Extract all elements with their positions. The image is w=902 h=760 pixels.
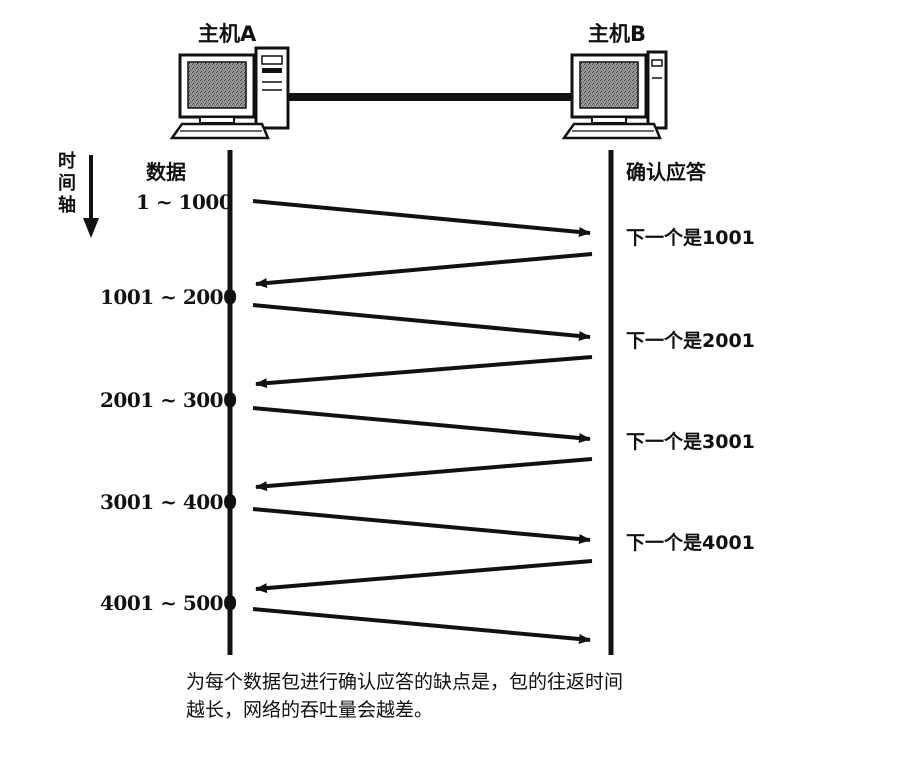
ack-label: 下一个是4001 xyxy=(626,532,755,554)
data-arrow-5 xyxy=(252,607,591,644)
data-column-header: 数据 xyxy=(146,160,186,184)
data-arrow-1 xyxy=(252,199,591,237)
ack-arrow-3 xyxy=(255,457,593,492)
ack-arrow-4 xyxy=(255,559,593,594)
caption-line-2: 越长，网络的吞吐量会越差。 xyxy=(186,699,434,721)
ack-label: 下一个是1001 xyxy=(626,227,755,249)
host-b-label: 主机B xyxy=(588,22,647,46)
caption-line-1: 为每个数据包进行确认应答的缺点是，包的往返时间 xyxy=(186,671,624,693)
time-axis-char: 间 xyxy=(58,173,76,194)
time-axis-char: 轴 xyxy=(58,195,76,216)
data-arrow-3 xyxy=(252,406,591,443)
ack-column-header: 确认应答 xyxy=(626,160,706,184)
caption: 为每个数据包进行确认应答的缺点是，包的往返时间 越长，网络的吞吐量会越差。 xyxy=(186,668,786,724)
data-arrow-4 xyxy=(252,507,591,544)
message-arrows xyxy=(252,199,593,644)
data-range-label: 1 ~ 1000 xyxy=(136,190,233,214)
time-axis-arrow-icon xyxy=(83,155,99,238)
data-range-label: 2001 ~ 3000 xyxy=(100,388,237,412)
data-arrow-2 xyxy=(252,303,591,341)
data-range-label: 3001 ~ 4000 xyxy=(100,490,237,514)
data-range-label: 4001 ~ 5000 xyxy=(100,591,237,615)
ack-arrow-1 xyxy=(255,252,593,289)
ack-label: 下一个是2001 xyxy=(626,330,755,352)
data-range-label: 1001 ~ 2000 xyxy=(100,285,237,309)
ack-arrow-2 xyxy=(255,355,593,389)
ack-label: 下一个是3001 xyxy=(626,431,755,453)
time-axis-char: 时 xyxy=(58,151,76,172)
host-b-computer-icon xyxy=(561,50,668,140)
host-a-label: 主机A xyxy=(198,22,257,46)
network-link xyxy=(288,93,572,101)
host-a-computer-icon xyxy=(169,46,290,140)
